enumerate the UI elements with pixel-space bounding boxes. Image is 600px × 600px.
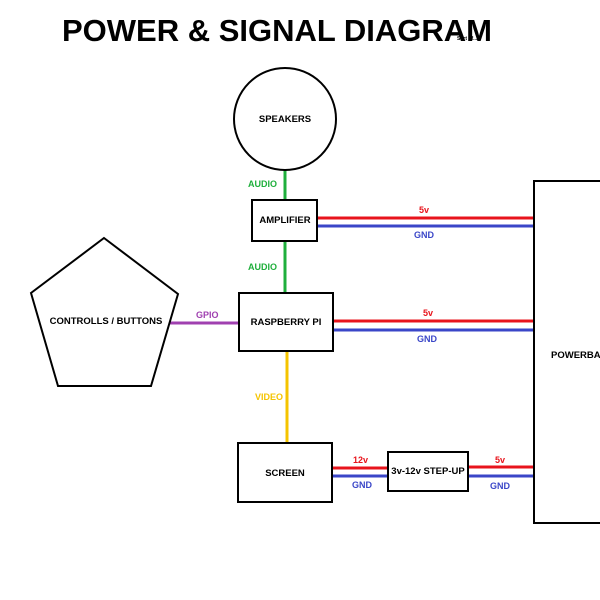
screen-node: SCREEN: [237, 442, 333, 503]
step-up-box: [387, 451, 469, 492]
powerbank-box: [533, 180, 600, 524]
controls-node: CONTROLLS / BUTTONS: [29, 236, 180, 387]
label-power-amp: 5v: [419, 205, 429, 215]
label-ground-stepup: GND: [490, 481, 511, 491]
controls-pentagon: [29, 236, 180, 387]
label-audio-amp-pi: AUDIO: [248, 262, 277, 272]
diagram-title: POWER & SIGNAL DIAGRAM: [62, 13, 492, 48]
label-video: VIDEO: [255, 392, 283, 402]
step-up-node: 3v-12v STEP-UP: [387, 451, 469, 492]
speakers-circle: [233, 67, 337, 171]
powerbank-label: POWERBANK: [551, 350, 600, 361]
powerbank-node: POWERBANK: [533, 180, 600, 524]
speakers-label: SPEAKERS: [259, 114, 311, 125]
raspberry-pi-label: RASPBERRY PI: [251, 317, 322, 328]
label-audio-speakers-amp: AUDIO: [248, 179, 277, 189]
label-gpio: GPIO: [196, 310, 219, 320]
amplifier-label: AMPLIFIER: [259, 215, 310, 226]
label-power-pi: 5v: [423, 308, 433, 318]
step-up-label: 3v-12v STEP-UP: [391, 466, 465, 477]
label-ground-pi: GND: [417, 334, 438, 344]
label-ground-screen: GND: [352, 480, 373, 490]
label-power-stepup: 5v: [495, 455, 505, 465]
screen-box: [237, 442, 333, 503]
speakers-node: SPEAKERS: [233, 67, 337, 171]
raspberry-pi-node: RASPBERRY PI: [238, 292, 334, 352]
amplifier-box: [251, 199, 318, 242]
amplifier-node: AMPLIFIER: [251, 199, 318, 242]
diagram-subtitle: Sort of...: [457, 36, 478, 42]
raspberry-pi-box: [238, 292, 334, 352]
label-power-screen: 12v: [353, 455, 368, 465]
label-ground-amp: GND: [414, 230, 435, 240]
screen-label: SCREEN: [265, 468, 305, 479]
controls-label: CONTROLLS / BUTTONS: [50, 316, 163, 327]
